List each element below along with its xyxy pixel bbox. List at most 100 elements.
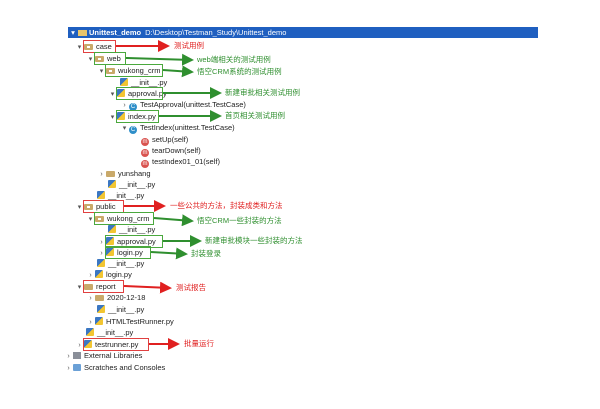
annotation-public-wukong: 悟空CRM一些封装的方法 [197, 216, 282, 225]
annotation-report: 测试报告 [176, 283, 206, 292]
tree-item-external-libraries[interactable]: ›External Libraries [64, 350, 142, 361]
tree-item-label: tearDown(self) [152, 146, 201, 155]
tree-item-login-py[interactable]: ›login.py [86, 269, 132, 280]
folder-icon [95, 56, 104, 62]
tree-item-label: web [107, 54, 121, 63]
chevron-down-icon[interactable]: ▾ [88, 216, 93, 223]
annotation-testrunner: 批量运行 [184, 339, 214, 348]
tree-item-label: index.py [128, 112, 156, 121]
tree-item-testrunner[interactable]: ›testrunner.py [75, 339, 138, 350]
annotation-approval: 新建审批相关测试用例 [225, 88, 300, 97]
wukong-highlight-box [105, 64, 163, 77]
tree-item-label: TestIndex(unittest.TestCase) [140, 123, 235, 132]
python-file-icon [97, 305, 105, 313]
python-file-icon [108, 225, 116, 233]
chevron-right-icon[interactable]: › [67, 353, 70, 360]
chevron-down-icon[interactable]: ▾ [77, 204, 82, 211]
chevron-down-icon[interactable]: ▾ [71, 28, 75, 37]
annotation-public-approval: 新建审批模块一些封装的方法 [205, 236, 303, 245]
tree-item-case[interactable]: ▾case [75, 41, 112, 52]
tree-item-label: HTMLTestRunner.py [106, 317, 174, 326]
chevron-right-icon[interactable]: › [123, 102, 126, 109]
tree-item-approval-py[interactable]: ▾ approval.py [108, 88, 167, 99]
chevron-right-icon[interactable]: › [100, 171, 103, 178]
tree-item-label: Scratches and Consoles [84, 363, 166, 372]
method-icon: m [141, 138, 149, 146]
tree-item-label: __init__.py [131, 78, 168, 87]
tree-item-label: yunshang [118, 169, 151, 178]
tree-item-public-login-py[interactable]: › login.py [97, 247, 143, 258]
tree-item-public-wukong-crm[interactable]: ▾wukong_crm [86, 213, 150, 224]
report-highlight-box [83, 280, 124, 293]
folder-icon [95, 216, 104, 222]
tree-item-public-approval-py[interactable]: › approval.py [97, 236, 156, 247]
tree-item-init[interactable]: __init__.py [108, 224, 155, 235]
chevron-down-icon[interactable]: ▾ [110, 114, 115, 121]
chevron-right-icon[interactable]: › [100, 250, 103, 257]
chevron-right-icon[interactable]: › [78, 342, 81, 349]
chevron-down-icon[interactable]: ▾ [77, 44, 82, 51]
library-icon [73, 352, 81, 359]
tree-item-index-py[interactable]: ▾ index.py [108, 111, 156, 122]
folder-icon [106, 171, 115, 177]
chevron-down-icon[interactable]: ▾ [122, 125, 127, 132]
folder-icon [95, 295, 104, 301]
tree-item-web[interactable]: ▾ web [86, 53, 121, 64]
tree-item-label: __init__.py [108, 191, 145, 200]
tree-item-label: public [96, 202, 116, 211]
annotation-public-login: 封装登录 [191, 249, 221, 258]
tree-item-label: __init__.py [97, 328, 134, 337]
tree-item-init[interactable]: __init__.py [86, 327, 133, 338]
python-file-icon [84, 340, 92, 348]
tree-item-label: login.py [117, 248, 143, 257]
chevron-down-icon[interactable]: ▾ [110, 91, 115, 98]
chevron-down-icon[interactable]: ▾ [77, 284, 82, 291]
method-icon: m [141, 160, 149, 168]
folder-icon [84, 204, 93, 210]
tree-item-label: __init__.py [108, 305, 145, 314]
python-file-icon [97, 191, 105, 199]
tree-item-init[interactable]: __init__.py [97, 304, 144, 315]
chevron-right-icon[interactable]: › [89, 295, 92, 302]
index-highlight-box [116, 110, 159, 123]
tree-item-init[interactable]: __init__.py [108, 179, 155, 190]
tree-item-label: report [96, 282, 116, 291]
chevron-right-icon[interactable]: › [89, 272, 92, 279]
tree-item-scratches[interactable]: › Scratches and Consoles [64, 362, 165, 373]
project-name: Unittest_demo [89, 28, 142, 37]
python-file-icon [95, 270, 103, 278]
tree-item-label: approval.py [117, 237, 156, 246]
chevron-down-icon[interactable]: ▾ [88, 56, 93, 63]
chevron-right-icon[interactable]: › [89, 319, 92, 326]
tree-item-yunshang[interactable]: › yunshang [97, 168, 151, 179]
tree-item-init[interactable]: __init__.py [97, 258, 144, 269]
tree-item-report-date[interactable]: › 2020-12-18 [86, 292, 145, 303]
chevron-down-icon[interactable]: ▾ [99, 68, 104, 75]
tree-item-html-test-runner[interactable]: › HTMLTestRunner.py [86, 316, 174, 327]
tree-item-wukong-crm[interactable]: ▾wukong_crm [97, 65, 161, 76]
folder-icon [106, 68, 115, 74]
folder-icon [78, 30, 87, 36]
tree-item-init[interactable]: __init__.py [120, 77, 167, 88]
tree-item-label: __init__.py [108, 259, 145, 268]
scratches-icon [73, 364, 81, 371]
tree-item-label: __init__.py [119, 180, 156, 189]
tree-item-public[interactable]: ▾ public [75, 201, 116, 212]
public-wukong-highlight-box [94, 212, 154, 225]
chevron-right-icon[interactable]: › [100, 239, 103, 246]
tree-item-label: 2020-12-18 [107, 293, 146, 302]
chevron-right-icon[interactable]: › [67, 365, 70, 372]
report-arrow [123, 281, 172, 294]
tree-item-init[interactable]: __init__.py [97, 190, 144, 201]
tree-item-label: approval.py [128, 89, 167, 98]
public-approval-highlight-box [105, 235, 163, 248]
tree-item-report[interactable]: ▾ report [75, 281, 116, 292]
approval-highlight-box [116, 87, 163, 100]
